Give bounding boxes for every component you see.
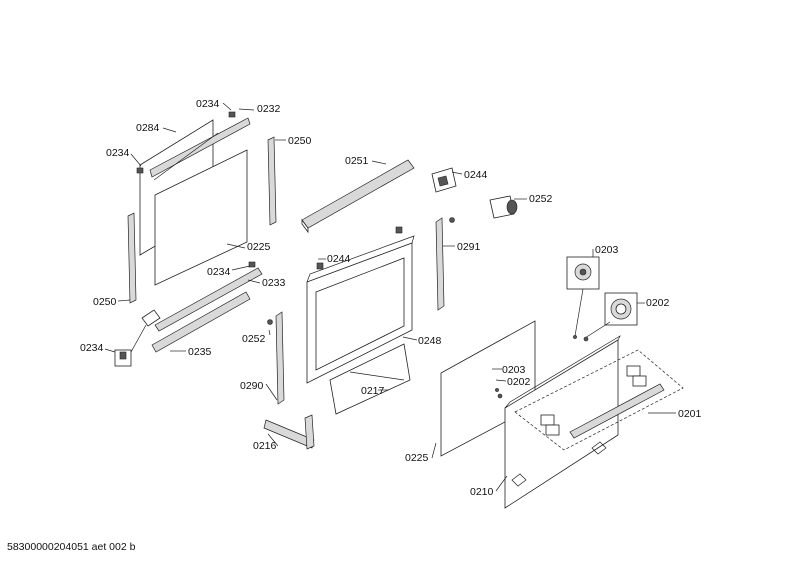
part-label-0251: 0251: [345, 155, 369, 167]
part-label-0232: 0232: [257, 103, 281, 115]
profile-0235: [151, 291, 251, 353]
part-label-0217: 0217: [361, 385, 385, 397]
part-label-0210: 0210: [470, 486, 494, 498]
part-label-0290: 0290: [240, 380, 264, 392]
part-label-0216: 0216: [253, 440, 277, 452]
leader-lines: [104, 102, 676, 492]
part-label-0233: 0233: [262, 277, 286, 289]
part-label-0203-mid: 0203: [502, 364, 526, 376]
side-profile-0250-left: [127, 212, 137, 304]
bracket-0244-mid: [316, 262, 324, 270]
part-label-0244-top: 0244: [464, 169, 488, 181]
part-label-0201: 0201: [678, 408, 702, 420]
part-label-0252-right: 0252: [529, 193, 553, 205]
part-label-0234-left: 0234: [106, 147, 130, 159]
part-label-0235: 0235: [188, 346, 212, 358]
hinge-0252-right: [489, 195, 515, 219]
side-profile-0250-right: [267, 136, 277, 226]
part-label-0244-mid: 0244: [327, 253, 351, 265]
drawing-number: 58300000204051 aet 002 b: [7, 541, 136, 553]
outer-panel-0210: [504, 339, 619, 509]
part-label-0250-right: 0250: [288, 135, 312, 147]
part-label-0202-right: 0202: [646, 297, 670, 309]
glass-panel-0225: [154, 149, 248, 286]
clip-0234-left: [136, 167, 144, 174]
top-bar-0251: [301, 159, 415, 229]
side-profile-0291: [435, 217, 445, 311]
part-label-0202-mid: 0202: [507, 376, 531, 388]
part-label-0250-left: 0250: [93, 296, 117, 308]
profile-0233: [154, 267, 263, 332]
part-label-0248: 0248: [418, 335, 442, 347]
part-label-0234-mid: 0234: [207, 266, 231, 278]
screw-0252-left: [267, 319, 273, 325]
part-label-0234-bottom: 0234: [80, 342, 104, 354]
part-label-0284: 0284: [136, 122, 160, 134]
part-label-0234-top: 0234: [196, 98, 220, 110]
part-label-0225-outer: 0225: [405, 452, 429, 464]
support-0216: [263, 419, 315, 449]
clip-0234-top: [228, 111, 236, 118]
side-profile-0290: [275, 311, 285, 405]
handle-assembly-0201: [514, 349, 684, 451]
bottom-0217: [329, 343, 411, 415]
part-label-0252-left: 0252: [242, 333, 266, 345]
clip-0234-mid: [248, 261, 256, 268]
part-label-0291: 0291: [457, 241, 481, 253]
part-label-0203-top: 0203: [595, 244, 619, 256]
handle-bar: [569, 383, 665, 439]
part-label-0225-inner: 0225: [247, 241, 271, 253]
